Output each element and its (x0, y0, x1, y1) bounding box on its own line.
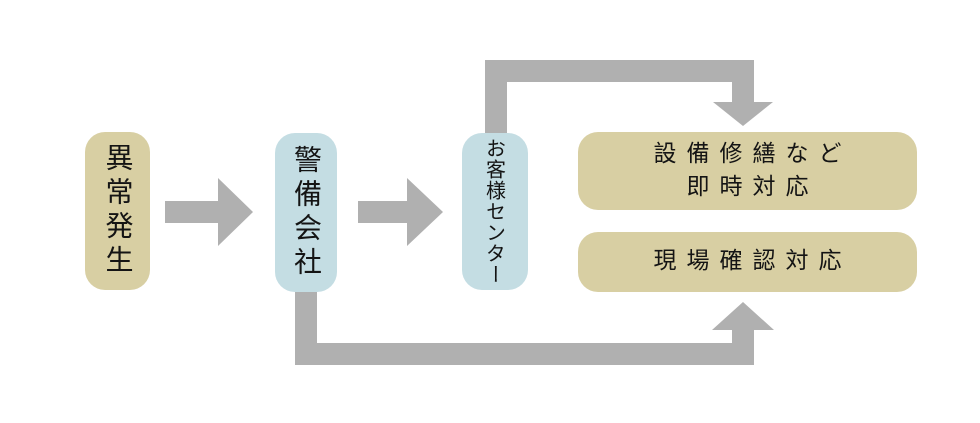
node-incident-label: 異常発生 (101, 143, 135, 279)
node-security-company: 警備会社 (275, 133, 337, 292)
node-repair-response: 設備修繕など 即時対応 (578, 132, 917, 210)
arrow-incident-to-security-icon (165, 178, 253, 246)
node-customer-center: お客様センター (462, 133, 528, 290)
node-incident: 異常発生 (85, 132, 150, 290)
arrow-customer-to-repair-icon (485, 60, 773, 140)
node-security-company-label: 警備会社 (290, 144, 323, 281)
node-repair-response-label: 設備修繕など 即時対応 (653, 140, 852, 200)
arrow-security-to-onsite-icon (295, 285, 774, 365)
node-customer-center-label: お客様センター (482, 138, 507, 285)
node-onsite-response-label: 現場確認対応 (653, 248, 852, 275)
node-onsite-response: 現場確認対応 (578, 232, 917, 292)
arrow-security-to-customer-icon (358, 178, 443, 246)
